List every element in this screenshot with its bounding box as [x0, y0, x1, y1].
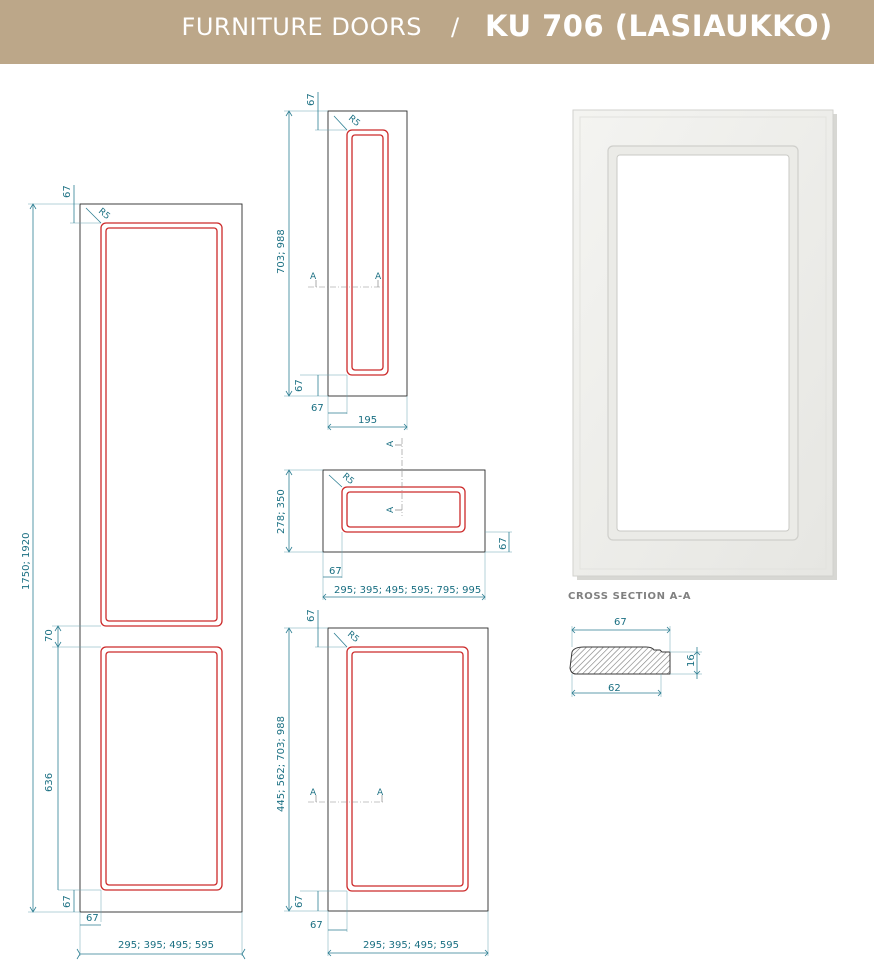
cross-section-title: CROSS SECTION A-A: [568, 591, 691, 602]
wide-door-stile-label: 67: [329, 566, 342, 577]
narrow-door-panel: [346, 129, 389, 376]
narrow-door-bottom-rail-label: 67: [294, 379, 305, 392]
wide-door-section-mark-bottom: A: [386, 506, 396, 513]
header-separator: /: [451, 13, 460, 41]
tall-door: 67 R5 1750; 1920 70 636 67 67 295; 395; …: [21, 185, 246, 960]
medium-door-stile-label: 67: [310, 920, 323, 931]
narrow-door-stile-label: 67: [311, 403, 324, 414]
tall-door-width-label: 295; 395; 495; 595: [118, 940, 214, 951]
medium-door-top-rail-label: 67: [306, 609, 317, 622]
door-illustration: [572, 109, 837, 580]
narrow-door-outline: [327, 110, 408, 397]
door-frame-bevel: [579, 116, 827, 570]
narrow-door: A A 67 R5 703; 988 67 67 195: [276, 92, 408, 431]
wide-door-width-label: 295; 395; 495; 595; 795; 995: [334, 585, 481, 596]
narrow-door-height-label: 703; 988: [276, 229, 287, 274]
medium-door-section-mark-left: A: [310, 788, 317, 798]
cross-section: CROSS SECTION A-A 67 16 62: [568, 591, 702, 697]
medium-door-panel-inner: [351, 651, 464, 887]
door-glass-opening: [616, 154, 790, 532]
wide-door-section-mark-top: A: [386, 440, 396, 447]
wide-door-rail-label: 67: [498, 537, 509, 550]
tall-door-top-rail-label: 67: [62, 185, 73, 198]
medium-door-panel: [346, 646, 469, 892]
header-model: KU 706 (LASIAUKKO): [485, 9, 833, 43]
wide-door-panel: [341, 486, 466, 533]
tall-door-bottom-rail-label: 67: [62, 895, 73, 908]
narrow-door-section-mark-left: A: [310, 272, 317, 282]
tall-door-height-label: 1750; 1920: [21, 533, 32, 590]
narrow-door-panel-inner: [351, 134, 384, 371]
tall-door-lower-panel-inner: [105, 651, 218, 886]
tall-door-mid-rail-label: 70: [44, 629, 55, 642]
tall-door-outline: [79, 203, 243, 913]
tall-door-stile-label: 67: [86, 913, 99, 924]
cross-section-profile: [569, 646, 671, 675]
medium-door-height-label: 445; 562; 703; 988: [276, 716, 287, 812]
tall-door-lower-panel-label: 636: [44, 773, 55, 792]
narrow-door-section-mark-right: A: [375, 272, 382, 282]
tall-door-lower-panel: [100, 646, 223, 891]
wide-door-outline: [322, 469, 486, 553]
cross-section-top-width-label: 67: [614, 617, 627, 628]
tall-door-upper-panel-inner: [105, 227, 218, 622]
header-category: FURNITURE DOORS: [181, 13, 422, 41]
medium-door-outline: [327, 627, 489, 912]
wide-door: A A R5 278; 350 67 67 295; 395; 495; 595…: [276, 438, 512, 601]
wide-door-panel-inner: [346, 491, 461, 528]
narrow-door-width-label: 195: [358, 415, 377, 426]
cross-section-thickness-label: 16: [686, 654, 697, 667]
tall-door-upper-panel: [100, 222, 223, 627]
medium-door: A A 67 R5 445; 562; 703; 988 67 67 295; …: [276, 609, 489, 957]
medium-door-bottom-rail-label: 67: [294, 895, 305, 908]
page-header: FURNITURE DOORS / KU 706 (LASIAUKKO): [0, 0, 874, 64]
medium-door-width-label: 295; 395; 495; 595: [363, 940, 459, 951]
cross-section-bottom-width-label: 62: [608, 683, 621, 694]
narrow-door-top-rail-label: 67: [306, 93, 317, 106]
medium-door-section-mark-right: A: [377, 788, 384, 798]
wide-door-height-label: 278; 350: [276, 489, 287, 534]
